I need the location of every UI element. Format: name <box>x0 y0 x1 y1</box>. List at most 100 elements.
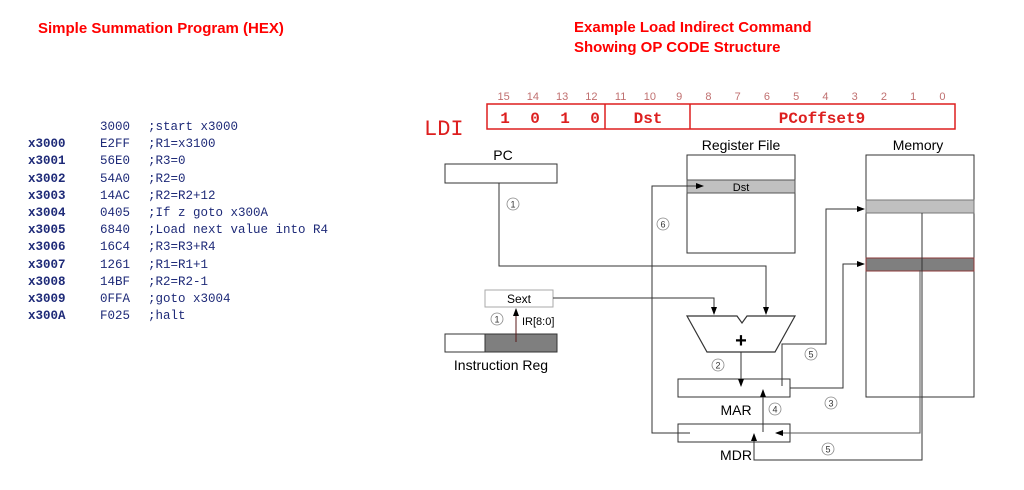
program-comment: ;R2=0 <box>148 171 186 186</box>
program-comment: ;start x3000 <box>148 120 239 134</box>
svg-text:2: 2 <box>715 361 720 371</box>
program-line: x3001 56E0 ;R3=0 <box>28 153 328 170</box>
svg-text:5: 5 <box>808 350 813 360</box>
program-hex: 0405 <box>100 205 131 220</box>
ir-bits-label: IR[8:0] <box>522 316 554 328</box>
program-line: 3000;start x3000 <box>28 119 328 136</box>
program-address: x300A <box>28 309 66 324</box>
program-address: x3005 <box>28 223 66 238</box>
program-comment: ;R1=x3100 <box>148 137 216 152</box>
bit-number: 12 <box>585 91 597 103</box>
program-address: x3001 <box>28 154 66 169</box>
program-comment: ;R2=R2+12 <box>148 188 216 203</box>
memory-label: Memory <box>893 137 944 153</box>
bit-number: 2 <box>881 91 887 103</box>
bit-number: 5 <box>793 91 799 103</box>
adder-plus: + <box>735 330 747 352</box>
program-comment: ;halt <box>148 309 186 324</box>
memory-pointer-row <box>865 199 975 214</box>
program-hex: F025 <box>100 309 131 324</box>
program-comment: ;R3=R3+R4 <box>148 240 216 255</box>
memory-data-to-mdr-wire <box>775 270 921 436</box>
datapath-wires <box>498 183 923 461</box>
program-address: x3000 <box>28 137 66 152</box>
program-line: x3004 0405 ;If z goto x300A <box>28 205 328 222</box>
opcode-bit: 0 <box>530 110 540 128</box>
mar-label: MAR <box>720 402 751 418</box>
opcode-bit: 1 <box>500 110 510 128</box>
program-comment: ;R3=0 <box>148 154 186 169</box>
program-comment: ;Load next value into R4 <box>148 223 329 238</box>
step-marker-pc-step: 1 <box>506 197 520 211</box>
diagram-title-line2: Showing OP CODE Structure <box>574 39 781 56</box>
bit-number: 3 <box>852 91 858 103</box>
bit-number: 11 <box>615 91 626 103</box>
register-file <box>686 154 796 254</box>
ldi-mnemonic: LDI <box>424 117 464 142</box>
program-hex: 14BF <box>100 274 131 289</box>
opcode-bit: 1 <box>560 110 570 128</box>
bit-number: 8 <box>705 91 711 103</box>
sext-label: Sext <box>507 292 532 306</box>
step-marker-mdr-to-mar-step: 4 <box>768 402 782 416</box>
step-marker-adder-step: 2 <box>711 358 725 372</box>
diagram-title-line1: Example Load Indirect Command <box>574 19 812 36</box>
bit-number: 10 <box>644 91 656 103</box>
diagram-title: Example Load Indirect Command Showing OP… <box>574 18 812 58</box>
step-marker-mar-to-mem-step: 3 <box>824 396 838 410</box>
bit-number: 15 <box>498 91 510 103</box>
mdr-register <box>677 423 791 443</box>
opcode-bit: 0 <box>590 110 600 128</box>
memory-pointer-to-mdr-wire <box>751 213 923 461</box>
register-file-label: Register File <box>702 137 781 153</box>
bit-number: 6 <box>764 91 770 103</box>
program-address: x3004 <box>28 205 66 220</box>
program-hex: 54A0 <box>100 171 131 186</box>
instruction-reg-opfield <box>444 333 486 353</box>
program-address: x3008 <box>28 274 66 289</box>
bit-number: 0 <box>939 91 945 103</box>
program-hex: 0FFA <box>100 291 131 306</box>
bit-number: 1 <box>910 91 916 103</box>
program-address: x3003 <box>28 188 66 203</box>
pc-to-adder-wire <box>498 183 769 315</box>
program-line: x300A F025 ;halt <box>28 308 328 325</box>
step-marker-mdr-to-reg-step: 6 <box>656 217 670 231</box>
memory-data-row <box>865 257 975 272</box>
program-hex: 14AC <box>100 188 131 203</box>
dst-register-label: Dst <box>733 182 750 194</box>
mar-register <box>677 378 791 398</box>
step-markers: 1 1 2 3 4 5 5 6 <box>490 197 838 456</box>
program-hex: E2FF <box>100 137 131 152</box>
program-comment: ;If z goto x300A <box>148 205 269 220</box>
svg-text:1: 1 <box>494 315 499 325</box>
program-comment: ;R1=R1+1 <box>148 257 209 272</box>
mar-to-memory-pointer-wire <box>781 206 865 386</box>
pcoffset9-field: PCoffset9 <box>779 110 865 128</box>
sext-to-adder-wire <box>553 297 717 315</box>
svg-text:5: 5 <box>825 445 830 455</box>
instruction-reg-label: Instruction Reg <box>454 357 548 373</box>
program-title: Simple Summation Program (HEX) <box>38 20 284 37</box>
svg-text:6: 6 <box>660 220 665 230</box>
step-marker-mar-step: 5 <box>804 347 818 361</box>
mar-to-memory-wire <box>790 261 865 389</box>
program-address: x3009 <box>28 291 66 306</box>
svg-text:4: 4 <box>772 405 777 415</box>
svg-text:1: 1 <box>510 200 515 210</box>
program-line: x3000 E2FF ;R1=x3100 <box>28 136 328 153</box>
program-hex: 56E0 <box>100 154 131 169</box>
dst-field: Dst <box>634 110 663 128</box>
program-hex: 16C4 <box>100 240 131 255</box>
svg-text:3: 3 <box>828 399 833 409</box>
bit-number: 13 <box>556 91 568 103</box>
